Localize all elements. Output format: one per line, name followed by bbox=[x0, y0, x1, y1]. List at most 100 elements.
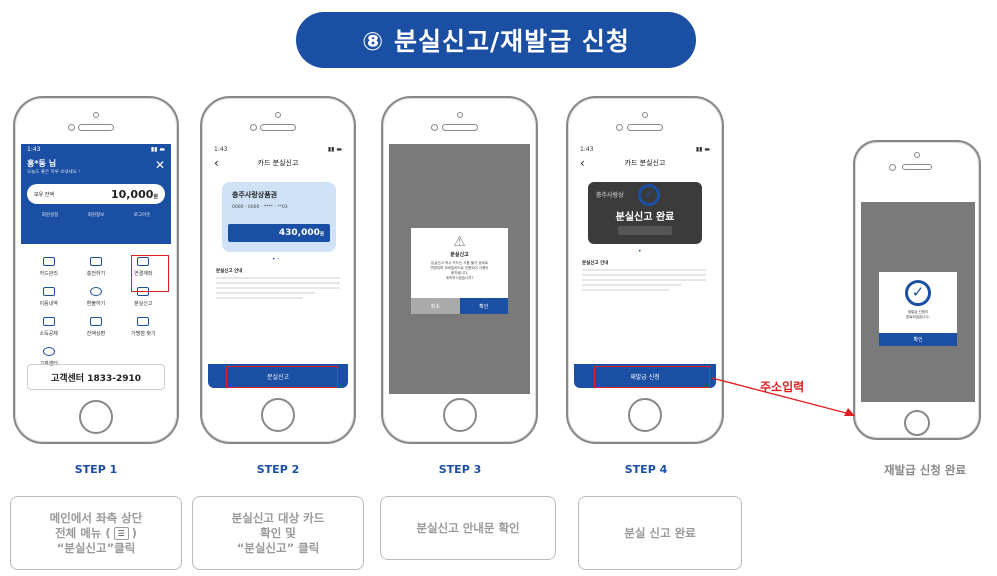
link-logout[interactable]: 로그아웃 bbox=[133, 213, 151, 218]
instruction-text: “분실신고”클릭 bbox=[56, 540, 136, 555]
highlight-lost-report-button bbox=[226, 366, 338, 388]
instruction-text: 전체 메뉴 ( bbox=[55, 525, 111, 540]
notice-title: 분실신고 안내 bbox=[216, 269, 243, 274]
check-circle-icon: ✓ bbox=[905, 280, 931, 306]
instruction-text: 분실신고 대상 카드 bbox=[231, 510, 325, 525]
menu-store-finder[interactable]: 가맹점 찾기 bbox=[120, 312, 167, 342]
notice-line bbox=[216, 292, 316, 294]
overlay-complete-text: 분실신고 완료 bbox=[615, 212, 675, 223]
history-icon bbox=[42, 287, 55, 296]
front-camera bbox=[889, 164, 896, 171]
menu-refund[interactable]: 환불하기 bbox=[72, 282, 119, 312]
dialog-text: 변경되며 모바일카드로 전환되어 사용이 bbox=[430, 266, 489, 270]
dialog-text: 분실신고 즉시 카드는 사용 불가 상태로 bbox=[430, 261, 489, 265]
step-label-1: STEP 1 bbox=[74, 463, 118, 476]
page-title: ⑧ 분실신고/재발급 신청 bbox=[296, 12, 696, 68]
account-icon bbox=[137, 257, 150, 266]
home-button[interactable] bbox=[442, 398, 477, 432]
amount-unit: 원 bbox=[319, 232, 324, 237]
phone-step2: 1:43▮▮ ▬ ‹ 카드 분실신고 충주사랑상품권 0000 - 0000 -… bbox=[200, 96, 356, 444]
notice-line bbox=[216, 297, 303, 299]
step-label-2: STEP 2 bbox=[256, 463, 300, 476]
status-time: 1:43 bbox=[27, 145, 41, 153]
confirm-button[interactable]: 확인 bbox=[459, 298, 508, 314]
screen-step1: 1:43▮▮ ▬ 홍*동 님 오늘도 좋은 하루 보내세요 ! ✕ 보유 잔액 … bbox=[21, 144, 171, 399]
pager-dots: • bbox=[638, 248, 642, 255]
warning-icon: ⚠ bbox=[453, 234, 466, 250]
arrow-to-complete bbox=[711, 377, 855, 416]
card-name: 충주사랑상품권 bbox=[232, 191, 278, 199]
camera bbox=[93, 112, 99, 118]
lost-report-button[interactable]: 분실신고 bbox=[208, 364, 348, 388]
menu-history[interactable]: 이용내역 bbox=[25, 282, 72, 312]
screen-step4: 1:43▮▮ ▬ ‹ 카드 분실신고 충주사랑상 ✓ 분실신고 완료 • 분실신… bbox=[574, 144, 716, 394]
speaker bbox=[78, 124, 114, 131]
refund-icon bbox=[89, 287, 102, 296]
step-label-4: STEP 4 bbox=[624, 463, 668, 476]
menu-charge[interactable]: 충전하기 bbox=[72, 252, 119, 282]
home-button[interactable] bbox=[904, 410, 930, 436]
phone-complete: ✓ 재발급 신청이 완료되었습니다. 확인 bbox=[853, 140, 981, 440]
menu-balance-refund[interactable]: 잔액상환 bbox=[72, 312, 119, 342]
balance-label: 보유 잔액 bbox=[34, 191, 54, 198]
arrow-line bbox=[711, 377, 851, 415]
back-icon[interactable]: ‹ bbox=[580, 156, 585, 170]
store-icon bbox=[137, 317, 150, 326]
instruction-text: 확인 및 bbox=[260, 525, 296, 540]
dialog-title: 분실신고 bbox=[450, 252, 469, 258]
status-time: 1:43 bbox=[214, 145, 228, 153]
receipt-icon bbox=[42, 317, 55, 326]
highlight-reissue-button bbox=[594, 366, 710, 388]
charge-icon bbox=[89, 257, 102, 266]
gift-card[interactable]: 충주사랑상품권 0000 - 0000 - **** - **03 430,00… bbox=[222, 182, 336, 252]
back-icon[interactable]: ‹ bbox=[214, 156, 219, 170]
notice: 분실신고 안내 bbox=[582, 260, 706, 294]
camera bbox=[642, 112, 648, 118]
speaker bbox=[902, 164, 932, 170]
notice-line bbox=[582, 284, 682, 286]
screen-header: 카드 분실신고 bbox=[624, 159, 666, 167]
complete-message: 재발급 신청이 bbox=[907, 310, 929, 314]
card-amount: 430,000 bbox=[278, 228, 320, 238]
notice-line bbox=[582, 274, 706, 276]
front-camera bbox=[616, 124, 623, 131]
link-settings[interactable]: 회원설정 bbox=[41, 213, 59, 218]
reissue-button[interactable]: 재발급 신청 bbox=[574, 364, 716, 388]
card-amount-dimmed bbox=[618, 226, 672, 235]
home-button[interactable] bbox=[628, 398, 662, 432]
customer-service-banner[interactable]: 고객센터 1833-2910 bbox=[27, 364, 165, 390]
balance-value: 10,000 bbox=[110, 187, 154, 201]
card-name: 충주사랑상 bbox=[596, 192, 624, 199]
notice-line bbox=[216, 287, 340, 289]
complete-dialog: ✓ 재발급 신청이 완료되었습니다. 확인 bbox=[879, 272, 957, 346]
notice-line bbox=[216, 277, 340, 279]
close-icon[interactable]: ✕ bbox=[154, 158, 165, 172]
home-header: 1:43▮▮ ▬ 홍*동 님 오늘도 좋은 하루 보내세요 ! ✕ 보유 잔액 … bbox=[21, 144, 171, 244]
menu-card-manage[interactable]: 카드관리 bbox=[25, 252, 72, 282]
instruction-text: ) bbox=[131, 525, 137, 540]
gift-card-dimmed: 충주사랑상 ✓ 분실신고 완료 bbox=[588, 182, 702, 244]
link-member-info[interactable]: 회원정보 bbox=[87, 213, 105, 218]
status-time: 1:43 bbox=[580, 145, 594, 153]
home-button[interactable] bbox=[261, 398, 295, 432]
notice-line bbox=[216, 282, 340, 284]
balance-box[interactable]: 보유 잔액 10,000원 bbox=[27, 184, 165, 204]
final-label: 재발급 신청 완료 bbox=[883, 463, 967, 477]
menu-tax-deduction[interactable]: 소득공제 bbox=[25, 312, 72, 342]
phone-step3: ⚠ 분실신고 분실신고 즉시 카드는 사용 불가 상태로 변경되며 모바일카드로… bbox=[381, 96, 538, 444]
dialog-text: 계속하시겠습니까? bbox=[445, 276, 474, 280]
cancel-button[interactable]: 취소 bbox=[411, 298, 460, 314]
speaker bbox=[441, 124, 478, 131]
step-label-3: STEP 3 bbox=[438, 463, 482, 476]
camera bbox=[275, 112, 281, 118]
confirm-dialog: ⚠ 분실신고 분실신고 즉시 카드는 사용 불가 상태로 변경되며 모바일카드로… bbox=[411, 228, 508, 314]
speaker bbox=[627, 124, 663, 131]
menu-linked-account[interactable]: 연결계좌 bbox=[120, 252, 167, 282]
notice: 분실신고 안내 bbox=[216, 268, 340, 302]
screen-step2: 1:43▮▮ ▬ ‹ 카드 분실신고 충주사랑상품권 0000 - 0000 -… bbox=[208, 144, 348, 394]
front-camera bbox=[68, 124, 75, 131]
menu-icon: ☰ bbox=[113, 526, 129, 540]
home-button[interactable] bbox=[79, 400, 113, 434]
complete-confirm-button[interactable]: 확인 bbox=[879, 333, 957, 346]
instruction-step3: 분실신고 안내문 확인 bbox=[380, 496, 556, 560]
